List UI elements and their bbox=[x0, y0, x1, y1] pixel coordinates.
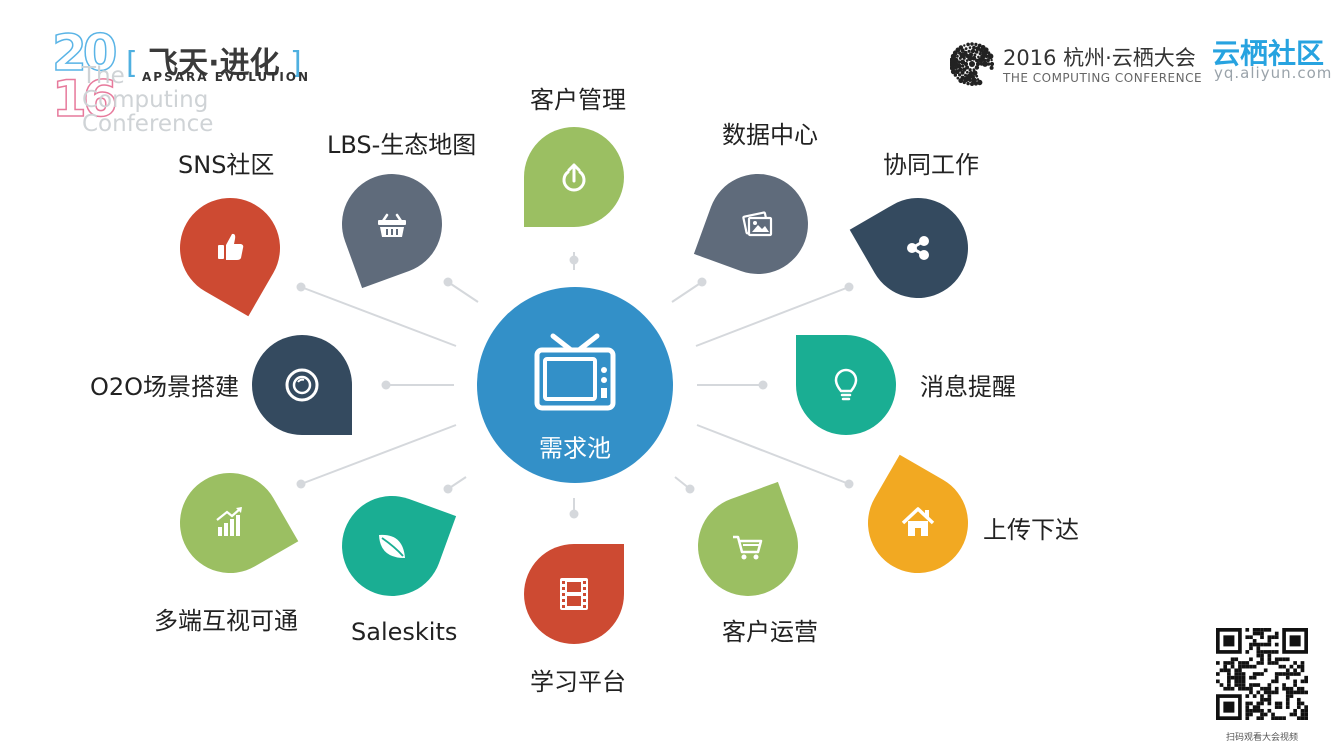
film-icon bbox=[560, 578, 588, 610]
qr-caption: 扫码观看大会视频 bbox=[1225, 733, 1299, 743]
community-name: 云栖社区 bbox=[1212, 37, 1325, 70]
leaf-icon bbox=[379, 534, 405, 558]
hub-circle[interactable] bbox=[477, 287, 673, 483]
home-icon bbox=[901, 507, 935, 536]
connector-dot bbox=[296, 282, 306, 292]
share-icon bbox=[907, 236, 929, 260]
connector-dot bbox=[844, 479, 854, 489]
node-crm[interactable] bbox=[524, 127, 624, 227]
node-label-multi: 多端互视可通 bbox=[154, 607, 298, 635]
connector-dot bbox=[443, 484, 453, 494]
connector-dot bbox=[381, 380, 391, 390]
cart-icon bbox=[733, 535, 763, 560]
node-ops[interactable] bbox=[698, 481, 799, 596]
logo-sub-line: Conference bbox=[82, 111, 214, 137]
lens-icon bbox=[285, 368, 319, 402]
connector-dot bbox=[697, 277, 707, 287]
basket-icon bbox=[378, 213, 406, 237]
logo-year-top: 20 bbox=[51, 24, 118, 82]
node-learn[interactable] bbox=[524, 544, 624, 644]
conference-logo-icon bbox=[950, 42, 994, 86]
node-label-crm: 客户管理 bbox=[530, 86, 626, 114]
node-label-lbs: LBS-生态地图 bbox=[327, 131, 477, 159]
logo-sub-line: Computing bbox=[82, 87, 209, 113]
logo-year: 20 16 bbox=[51, 24, 132, 128]
connector-line bbox=[696, 424, 850, 485]
connector-dot bbox=[844, 282, 854, 292]
qr-code-icon[interactable] bbox=[1216, 628, 1308, 720]
node-label-ops: 客户运营 bbox=[722, 618, 818, 646]
power-icon bbox=[562, 163, 586, 192]
logo-year-bottom: 16 bbox=[51, 70, 118, 128]
node-label-sales: Saleskits bbox=[351, 618, 458, 646]
node-sales[interactable] bbox=[342, 495, 457, 596]
connector-line bbox=[695, 286, 850, 347]
node-label-learn: 学习平台 bbox=[530, 668, 626, 696]
connector-dot bbox=[443, 277, 453, 287]
center-label: 需求池 bbox=[539, 434, 611, 463]
conference-subtitle: THE COMPUTING CONFERENCE bbox=[1003, 71, 1203, 85]
node-upload[interactable] bbox=[868, 454, 969, 574]
node-data[interactable] bbox=[693, 174, 808, 275]
node-msg[interactable] bbox=[796, 335, 896, 435]
connector-dot bbox=[569, 509, 579, 519]
node-multi[interactable] bbox=[179, 472, 299, 573]
node-sns[interactable] bbox=[179, 197, 280, 317]
bulb-icon bbox=[834, 368, 858, 401]
node-label-msg: 消息提醒 bbox=[920, 373, 1016, 401]
tv-icon bbox=[534, 333, 616, 411]
node-marker[interactable] bbox=[698, 481, 799, 596]
node-label-collab: 协同工作 bbox=[883, 151, 979, 179]
thumbs-up-icon bbox=[218, 233, 244, 260]
logo-title: [ 飞天·进化 ] bbox=[126, 38, 302, 82]
connector-dot bbox=[758, 380, 768, 390]
connector-dot bbox=[685, 484, 695, 494]
connector-dot bbox=[296, 479, 306, 489]
logo-sub-line: The bbox=[82, 63, 125, 89]
node-marker[interactable] bbox=[796, 335, 896, 435]
node-collab[interactable] bbox=[849, 198, 969, 299]
logo-bracket-left: [ bbox=[126, 46, 138, 81]
connector-line bbox=[300, 286, 457, 347]
logo-bracket-right: ] bbox=[290, 46, 302, 81]
node-marker[interactable] bbox=[252, 335, 352, 435]
node-marker[interactable] bbox=[868, 454, 969, 574]
logo-subtitle: APSARA EVOLUTION bbox=[142, 70, 311, 84]
node-label-o2o: O2O场景搭建 bbox=[90, 373, 240, 401]
node-label-data: 数据中心 bbox=[722, 121, 818, 149]
node-label-sns: SNS社区 bbox=[178, 151, 275, 179]
node-lbs[interactable] bbox=[341, 174, 442, 289]
chart-icon bbox=[216, 507, 242, 536]
community-url: yq.aliyun.com bbox=[1214, 64, 1333, 82]
conference-title: 2016 杭州·云栖大会 bbox=[1003, 46, 1196, 70]
logo-subtext: The Computing Conference bbox=[82, 64, 213, 136]
images-icon bbox=[742, 211, 773, 237]
connector-line bbox=[300, 424, 457, 485]
connector-line bbox=[447, 281, 479, 303]
node-label-upload: 上传下达 bbox=[983, 516, 1079, 544]
connector-line bbox=[671, 281, 703, 303]
connector-dot bbox=[569, 255, 579, 265]
node-o2o[interactable] bbox=[252, 335, 352, 435]
logo-title-text: 飞天·进化 bbox=[148, 46, 280, 81]
